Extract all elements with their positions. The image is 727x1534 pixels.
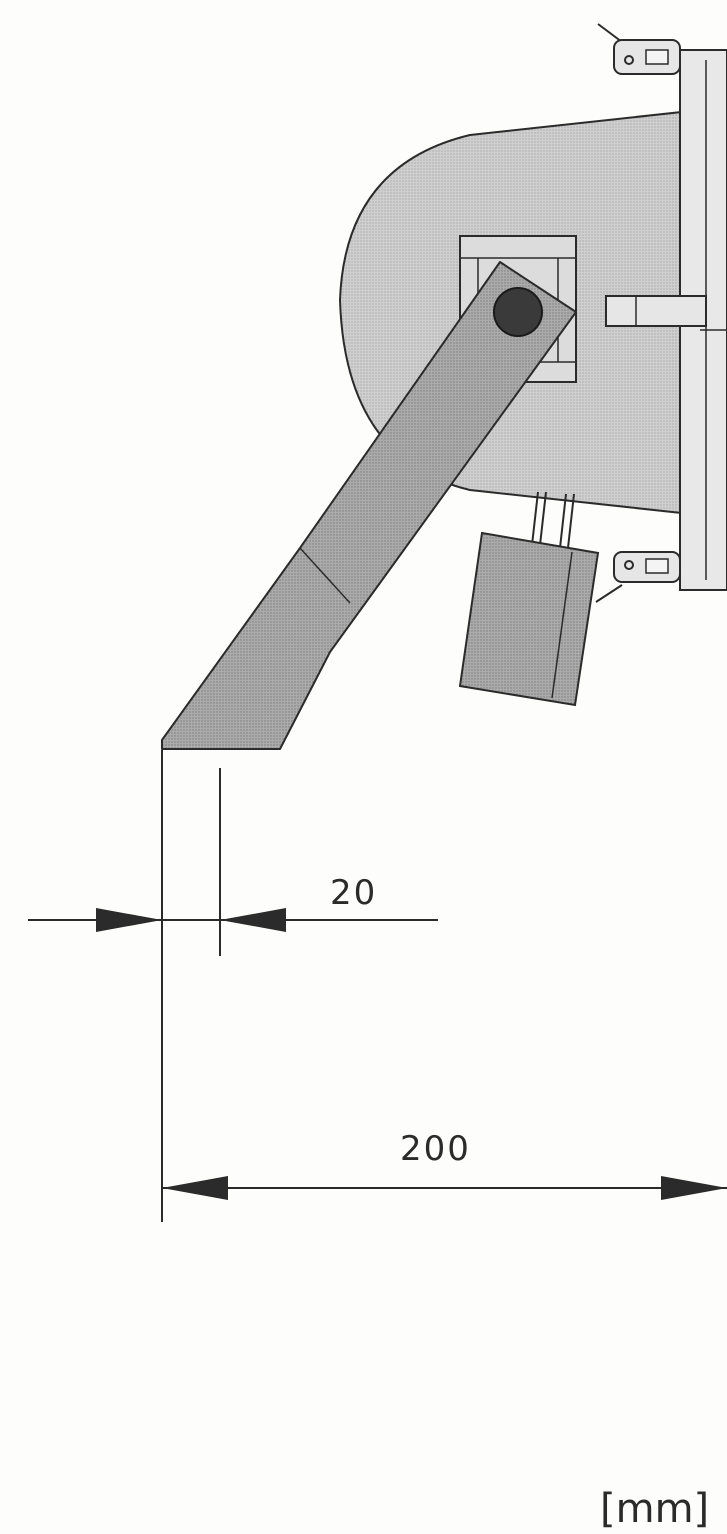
arrow-head-end: [661, 1176, 727, 1200]
reach-dimension-label: 200: [400, 1129, 471, 1169]
arrow-head-left: [96, 908, 162, 932]
top-clamp: [597, 23, 681, 75]
arrow-head-start: [162, 1176, 228, 1200]
offset-dimension-label: 20: [330, 873, 377, 913]
dimension-reach: 200: [162, 1129, 727, 1200]
pivot-pin: [493, 287, 543, 337]
lever-arm: [161, 261, 577, 750]
actuator-rod: [605, 295, 707, 327]
units-label: [mm]: [600, 1486, 709, 1532]
counterweight-block: [458, 491, 600, 707]
bottom-clamp: [595, 551, 681, 603]
dimension-offset: 20: [28, 750, 438, 1222]
arrow-head-right: [220, 908, 286, 932]
